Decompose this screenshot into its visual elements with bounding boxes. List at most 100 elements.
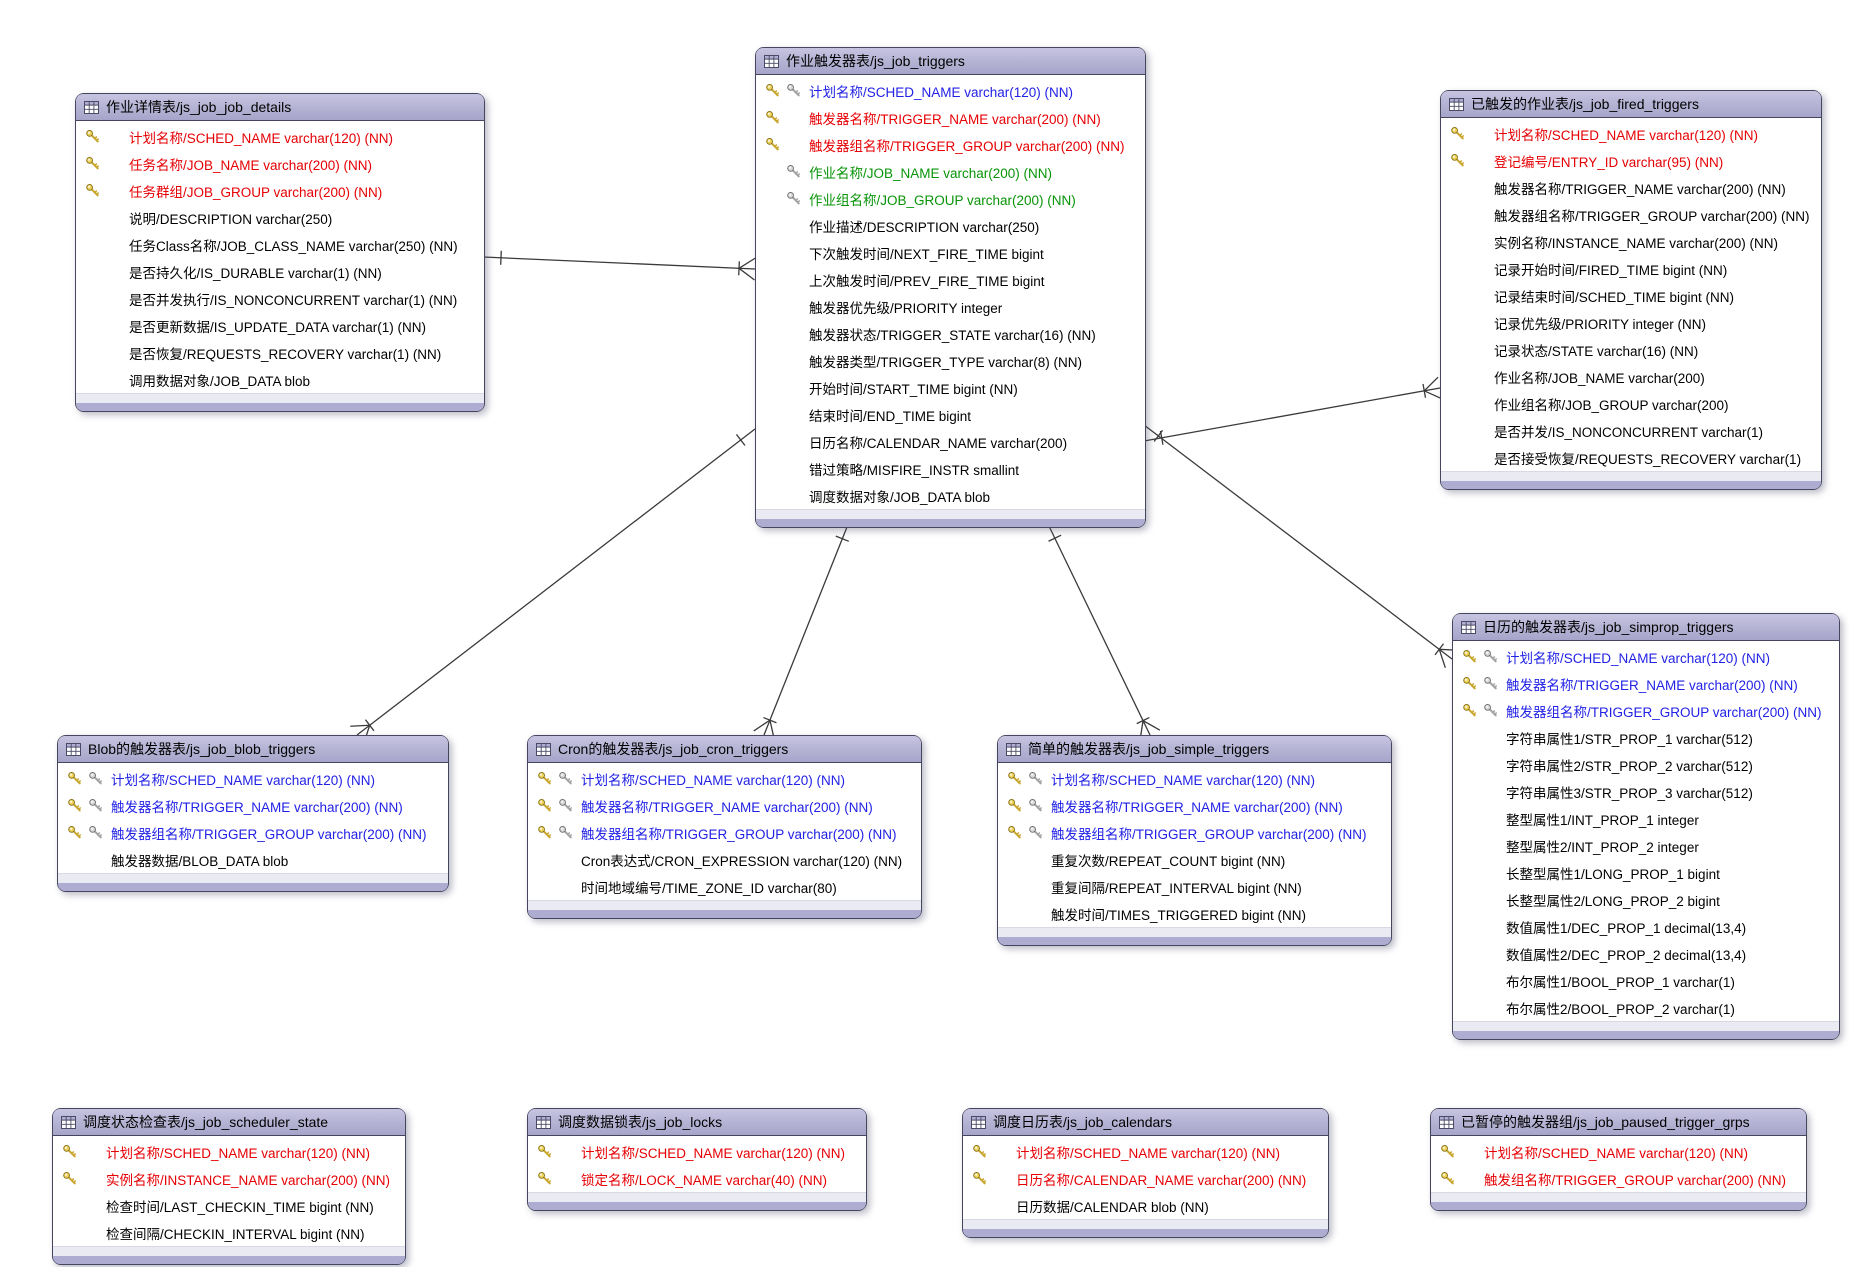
field-row[interactable]: 计划名称/SCHED_NAME varchar(120) (NN) xyxy=(76,123,484,150)
field-row[interactable]: 是否接受恢复/REQUESTS_RECOVERY varchar(1) xyxy=(1441,444,1821,471)
field-row[interactable]: 触发器名称/TRIGGER_NAME varchar(200) (NN) xyxy=(58,792,448,819)
field-row[interactable]: 触发器名称/TRIGGER_NAME varchar(200) (NN) xyxy=(528,792,921,819)
field-row[interactable]: 触发器组名称/TRIGGER_GROUP varchar(200) (NN) xyxy=(756,131,1145,158)
field-row[interactable]: 触发器组名称/TRIGGER_GROUP varchar(200) (NN) xyxy=(528,819,921,846)
field-row[interactable]: 触发器组名称/TRIGGER_GROUP varchar(200) (NN) xyxy=(58,819,448,846)
field-row[interactable]: 检查间隔/CHECKIN_INTERVAL bigint (NN) xyxy=(53,1219,405,1246)
table-header-js_job_scheduler_state[interactable]: 调度状态检查表/js_job_scheduler_state xyxy=(53,1109,405,1136)
field-row[interactable]: 作业组名称/JOB_GROUP varchar(200) (NN) xyxy=(756,185,1145,212)
field-row[interactable]: 记录开始时间/FIRED_TIME bigint (NN) xyxy=(1441,255,1821,282)
field-row[interactable]: 触发器优先级/PRIORITY integer xyxy=(756,293,1145,320)
table-header-js_job_simprop_triggers[interactable]: 日历的触发器表/js_job_simprop_triggers xyxy=(1453,614,1839,641)
field-row[interactable]: 字符串属性1/STR_PROP_1 varchar(512) xyxy=(1453,724,1839,751)
field-row[interactable]: 字符串属性2/STR_PROP_2 varchar(512) xyxy=(1453,751,1839,778)
field-row[interactable]: 上次触发时间/PREV_FIRE_TIME bigint xyxy=(756,266,1145,293)
table-header-js_job_locks[interactable]: 调度数据锁表/js_job_locks xyxy=(528,1109,866,1136)
table-header-js_job_blob_triggers[interactable]: Blob的触发器表/js_job_blob_triggers xyxy=(58,736,448,763)
field-row[interactable]: 记录状态/STATE varchar(16) (NN) xyxy=(1441,336,1821,363)
field-row[interactable]: 作业名称/JOB_NAME varchar(200) xyxy=(1441,363,1821,390)
field-row[interactable]: 重复间隔/REPEAT_INTERVAL bigint (NN) xyxy=(998,873,1391,900)
field-row[interactable]: 字符串属性3/STR_PROP_3 varchar(512) xyxy=(1453,778,1839,805)
table-header-js_job_job_details[interactable]: 作业详情表/js_job_job_details xyxy=(76,94,484,121)
field-row[interactable]: Cron表达式/CRON_EXPRESSION varchar(120) (NN… xyxy=(528,846,921,873)
field-row[interactable]: 触发器数据/BLOB_DATA blob xyxy=(58,846,448,873)
field-row[interactable]: 计划名称/SCHED_NAME varchar(120) (NN) xyxy=(1441,120,1821,147)
table-header-js_job_calendars[interactable]: 调度日历表/js_job_calendars xyxy=(963,1109,1328,1136)
field-row[interactable]: 计划名称/SCHED_NAME varchar(120) (NN) xyxy=(1453,643,1839,670)
field-row[interactable]: 长整型属性2/LONG_PROP_2 bigint xyxy=(1453,886,1839,913)
field-row[interactable]: 计划名称/SCHED_NAME varchar(120) (NN) xyxy=(963,1138,1328,1165)
field-row[interactable]: 计划名称/SCHED_NAME varchar(120) (NN) xyxy=(528,765,921,792)
field-row[interactable]: 任务Class名称/JOB_CLASS_NAME varchar(250) (N… xyxy=(76,231,484,258)
field-row[interactable]: 重复次数/REPEAT_COUNT bigint (NN) xyxy=(998,846,1391,873)
field-row[interactable]: 时间地域编号/TIME_ZONE_ID varchar(80) xyxy=(528,873,921,900)
field-row[interactable]: 下次触发时间/NEXT_FIRE_TIME bigint xyxy=(756,239,1145,266)
field-row[interactable]: 是否恢复/REQUESTS_RECOVERY varchar(1) (NN) xyxy=(76,339,484,366)
field-row[interactable]: 是否持久化/IS_DURABLE varchar(1) (NN) xyxy=(76,258,484,285)
field-row[interactable]: 计划名称/SCHED_NAME varchar(120) (NN) xyxy=(528,1138,866,1165)
field-row[interactable]: 锁定名称/LOCK_NAME varchar(40) (NN) xyxy=(528,1165,866,1192)
field-row[interactable]: 是否并发执行/IS_NONCONCURRENT varchar(1) (NN) xyxy=(76,285,484,312)
field-row[interactable]: 日历名称/CALENDAR_NAME varchar(200) (NN) xyxy=(963,1165,1328,1192)
field-row[interactable]: 是否更新数据/IS_UPDATE_DATA varchar(1) (NN) xyxy=(76,312,484,339)
field-row[interactable]: 错过策略/MISFIRE_INSTR smallint xyxy=(756,455,1145,482)
field-row[interactable]: 触发器组名称/TRIGGER_GROUP varchar(200) (NN) xyxy=(1453,697,1839,724)
field-row[interactable]: 触发器名称/TRIGGER_NAME varchar(200) (NN) xyxy=(756,104,1145,131)
field-row[interactable]: 触发器组名称/TRIGGER_GROUP varchar(200) (NN) xyxy=(998,819,1391,846)
field-row[interactable]: 作业描述/DESCRIPTION varchar(250) xyxy=(756,212,1145,239)
field-row[interactable]: 调用数据对象/JOB_DATA blob xyxy=(76,366,484,393)
field-row[interactable]: 结束时间/END_TIME bigint xyxy=(756,401,1145,428)
field-row[interactable]: 触发器状态/TRIGGER_STATE varchar(16) (NN) xyxy=(756,320,1145,347)
field-row[interactable]: 计划名称/SCHED_NAME varchar(120) (NN) xyxy=(1431,1138,1806,1165)
field-row[interactable]: 长整型属性1/LONG_PROP_1 bigint xyxy=(1453,859,1839,886)
field-row[interactable]: 作业名称/JOB_NAME varchar(200) (NN) xyxy=(756,158,1145,185)
field-row[interactable]: 触发器名称/TRIGGER_NAME varchar(200) (NN) xyxy=(1441,174,1821,201)
table-header-js_job_simple_triggers[interactable]: 简单的触发器表/js_job_simple_triggers xyxy=(998,736,1391,763)
table-header-js_job_fired_triggers[interactable]: 已触发的作业表/js_job_fired_triggers xyxy=(1441,91,1821,118)
field-row[interactable]: 调度数据对象/JOB_DATA blob xyxy=(756,482,1145,509)
field-row[interactable]: 登记编号/ENTRY_ID varchar(95) (NN) xyxy=(1441,147,1821,174)
field-row[interactable]: 记录结束时间/SCHED_TIME bigint (NN) xyxy=(1441,282,1821,309)
field-row[interactable]: 触发组名称/TRIGGER_GROUP varchar(200) (NN) xyxy=(1431,1165,1806,1192)
field-row[interactable]: 是否并发/IS_NONCONCURRENT varchar(1) xyxy=(1441,417,1821,444)
field-row[interactable]: 实例名称/INSTANCE_NAME varchar(200) (NN) xyxy=(53,1165,405,1192)
field-row[interactable]: 触发器类型/TRIGGER_TYPE varchar(8) (NN) xyxy=(756,347,1145,374)
field-row[interactable]: 说明/DESCRIPTION varchar(250) xyxy=(76,204,484,231)
table-header-js_job_paused_trigger_grps[interactable]: 已暂停的触发器组/js_job_paused_trigger_grps xyxy=(1431,1109,1806,1136)
field-row[interactable]: 检查时间/LAST_CHECKIN_TIME bigint (NN) xyxy=(53,1192,405,1219)
field-row[interactable]: 日历数据/CALENDAR blob (NN) xyxy=(963,1192,1328,1219)
field-row[interactable]: 任务群组/JOB_GROUP varchar(200) (NN) xyxy=(76,177,484,204)
table-header-js_job_triggers[interactable]: 作业触发器表/js_job_triggers xyxy=(756,48,1145,75)
field-row[interactable]: 触发器名称/TRIGGER_NAME varchar(200) (NN) xyxy=(1453,670,1839,697)
field-row[interactable]: 开始时间/START_TIME bigint (NN) xyxy=(756,374,1145,401)
field-row[interactable]: 整型属性1/INT_PROP_1 integer xyxy=(1453,805,1839,832)
field-row[interactable]: 触发器名称/TRIGGER_NAME varchar(200) (NN) xyxy=(998,792,1391,819)
field-row[interactable]: 计划名称/SCHED_NAME varchar(120) (NN) xyxy=(998,765,1391,792)
field-row[interactable]: 布尔属性2/BOOL_PROP_2 varchar(1) xyxy=(1453,994,1839,1021)
field-row[interactable]: 触发器组名称/TRIGGER_GROUP varchar(200) (NN) xyxy=(1441,201,1821,228)
field-row[interactable]: 整型属性2/INT_PROP_2 integer xyxy=(1453,832,1839,859)
field-row[interactable]: 实例名称/INSTANCE_NAME varchar(200) (NN) xyxy=(1441,228,1821,255)
field-row[interactable]: 布尔属性1/BOOL_PROP_1 varchar(1) xyxy=(1453,967,1839,994)
table-header-js_job_cron_triggers[interactable]: Cron的触发器表/js_job_cron_triggers xyxy=(528,736,921,763)
field-row[interactable]: 计划名称/SCHED_NAME varchar(120) (NN) xyxy=(756,77,1145,104)
field-row[interactable]: 计划名称/SCHED_NAME varchar(120) (NN) xyxy=(58,765,448,792)
field-row[interactable]: 日历名称/CALENDAR_NAME varchar(200) xyxy=(756,428,1145,455)
field-row[interactable]: 记录优先级/PRIORITY integer (NN) xyxy=(1441,309,1821,336)
field-row[interactable]: 数值属性1/DEC_PROP_1 decimal(13,4) xyxy=(1453,913,1839,940)
field-row[interactable]: 计划名称/SCHED_NAME varchar(120) (NN) xyxy=(53,1138,405,1165)
field-row[interactable]: 数值属性2/DEC_PROP_2 decimal(13,4) xyxy=(1453,940,1839,967)
field-row[interactable]: 触发时间/TIMES_TRIGGERED bigint (NN) xyxy=(998,900,1391,927)
field-row[interactable]: 任务名称/JOB_NAME varchar(200) (NN) xyxy=(76,150,484,177)
